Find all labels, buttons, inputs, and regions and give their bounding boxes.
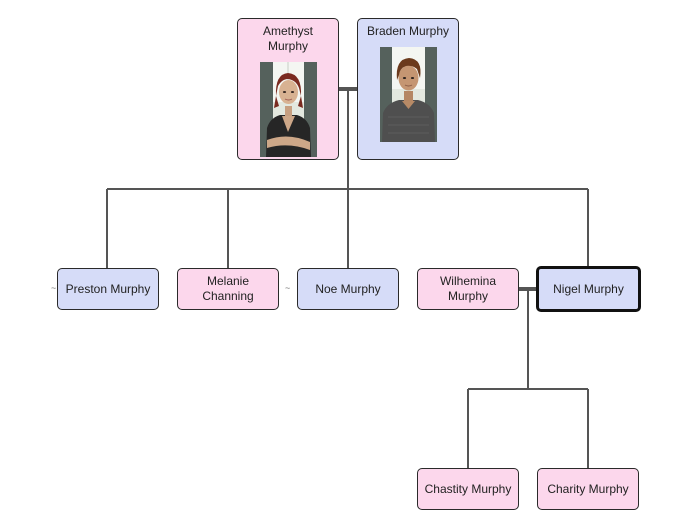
person-name: Amethyst Murphy: [262, 24, 313, 53]
person-nigel-murphy[interactable]: Nigel Murphy: [536, 266, 641, 312]
person-name: Noe Murphy: [315, 281, 381, 296]
person-chastity-murphy[interactable]: Chastity Murphy: [417, 468, 519, 510]
person-name: Nigel Murphy: [553, 281, 624, 296]
relationship-mark: ~: [285, 283, 291, 293]
person-preston-murphy[interactable]: Preston Murphy: [57, 268, 159, 310]
man-portrait-icon: [379, 47, 437, 142]
person-name: Charity Murphy: [547, 481, 629, 496]
person-noe-murphy[interactable]: Noe Murphy: [297, 268, 399, 310]
person-wilhemina-murphy[interactable]: Wilhemina Murphy: [417, 268, 519, 310]
person-melanie-channing[interactable]: Melanie Channing: [177, 268, 279, 310]
person-braden-murphy[interactable]: Braden Murphy: [357, 18, 459, 160]
person-name: Melanie Channing: [202, 274, 254, 303]
person-name: Wilhemina Murphy: [439, 274, 496, 303]
person-name: Preston Murphy: [65, 281, 151, 296]
person-name: Braden Murphy: [366, 24, 450, 38]
person-name: Chastity Murphy: [424, 481, 512, 496]
person-amethyst-murphy[interactable]: Amethyst Murphy: [237, 18, 339, 160]
relationship-mark: ~: [51, 283, 57, 293]
woman-portrait-icon: [259, 62, 317, 157]
person-charity-murphy[interactable]: Charity Murphy: [537, 468, 639, 510]
